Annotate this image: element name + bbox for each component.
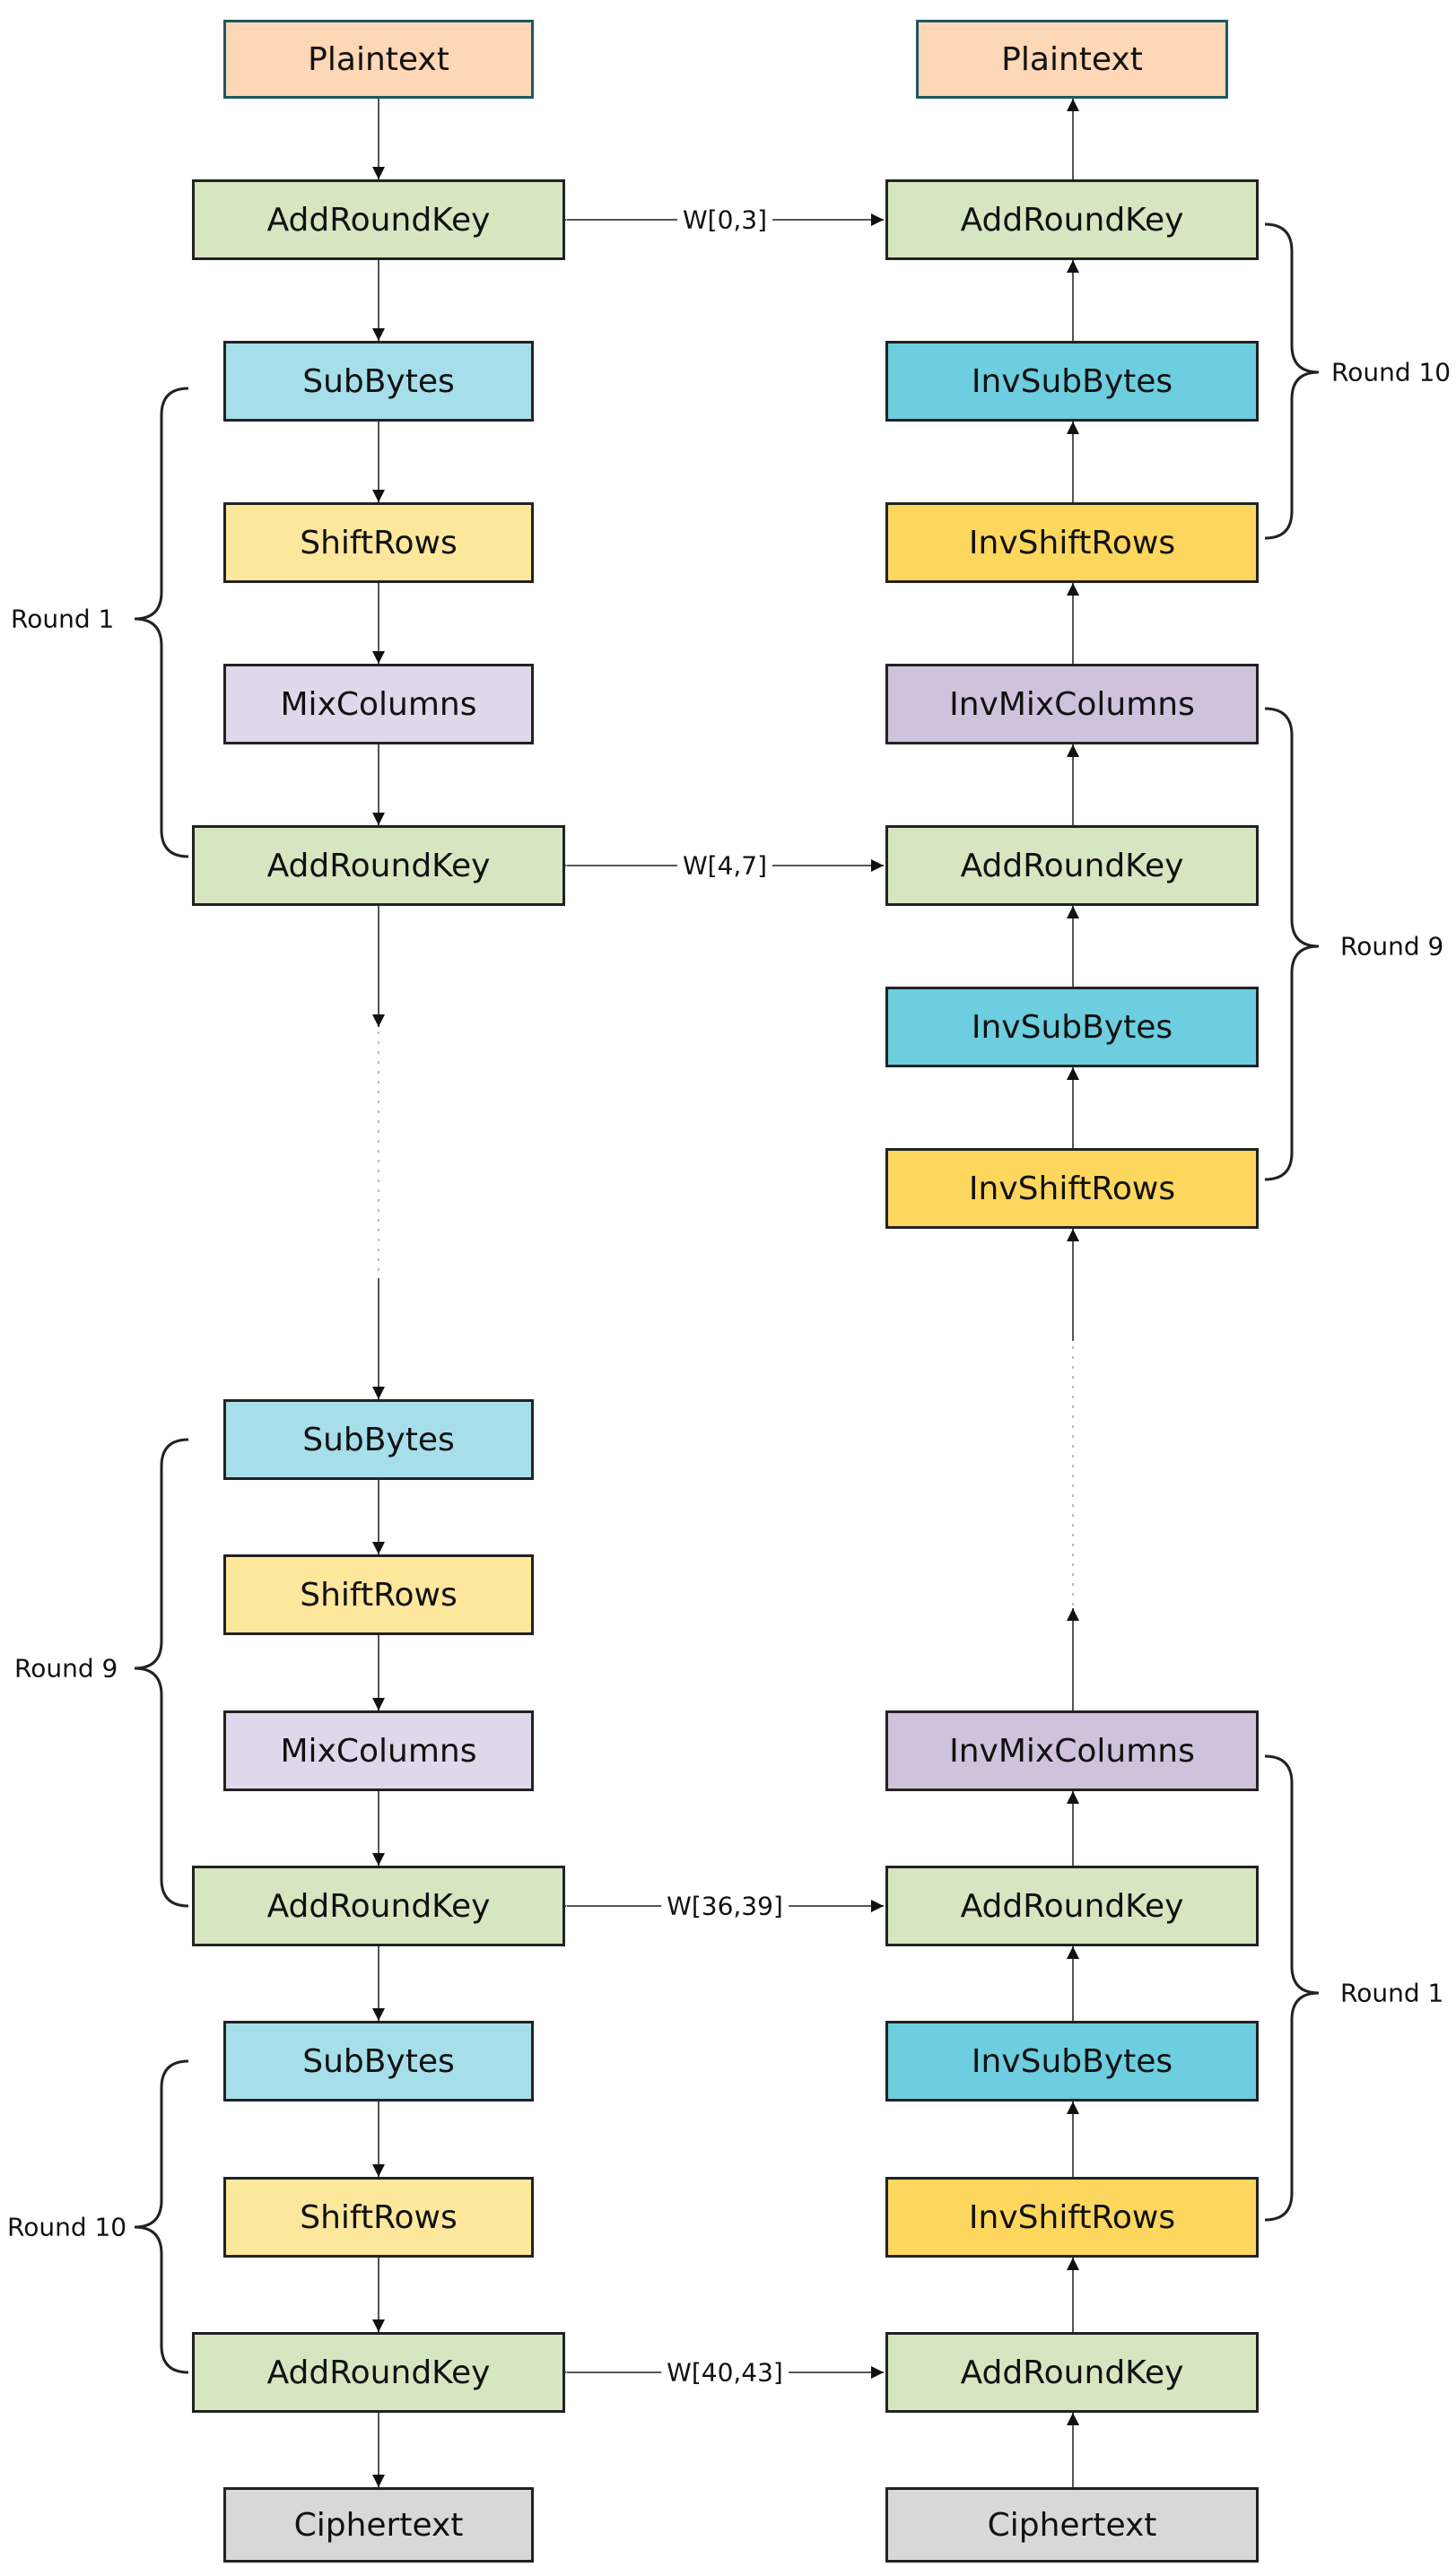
dec-r9-invmixcolumns: InvMixColumns [885, 664, 1259, 744]
enc-r9-subbytes: SubBytes [223, 1399, 534, 1480]
enc-r1-subbytes: SubBytes [223, 341, 534, 422]
enc-r9-addroundkey: AddRoundKey [192, 1866, 565, 1946]
enc-addroundkey-initial: AddRoundKey [192, 179, 565, 260]
dec-r10-addroundkey: AddRoundKey [885, 179, 1259, 260]
key-label-w0-3: W[0,3] [676, 205, 773, 235]
dec-r1-invshiftrows: InvShiftRows [885, 2177, 1259, 2258]
round-brace [1264, 1754, 1320, 2222]
dec-r1-invmixcolumns: InvMixColumns [885, 1710, 1259, 1791]
enc-ciphertext-box: Ciphertext [223, 2487, 534, 2563]
dec-round1-label: Round 1 [1340, 1978, 1444, 2008]
enc-plaintext-box: Plaintext [223, 20, 534, 99]
enc-round1-label: Round 1 [11, 604, 115, 634]
round-brace [1264, 707, 1320, 1181]
dec-r1-invsubbytes: InvSubBytes [885, 2021, 1259, 2102]
enc-r1-shiftrows: ShiftRows [223, 502, 534, 583]
dec-r10-invshiftrows: InvShiftRows [885, 502, 1259, 583]
enc-round10-label: Round 10 [7, 2212, 127, 2242]
dec-r9-invshiftrows: InvShiftRows [885, 1148, 1259, 1229]
dec-addroundkey-initial: AddRoundKey [885, 2332, 1259, 2413]
dec-r10-invsubbytes: InvSubBytes [885, 341, 1259, 422]
round-brace [134, 2059, 189, 2374]
round-brace [134, 387, 189, 858]
dec-round10-label: Round 10 [1331, 357, 1452, 387]
enc-r10-shiftrows: ShiftRows [223, 2177, 534, 2258]
key-label-w40-43: W[40,43] [661, 2357, 789, 2388]
dec-r9-invsubbytes: InvSubBytes [885, 987, 1259, 1067]
enc-r1-addroundkey: AddRoundKey [192, 825, 565, 906]
dec-r1-addroundkey: AddRoundKey [885, 1866, 1259, 1946]
dec-ciphertext-box: Ciphertext [885, 2487, 1259, 2563]
dec-r9-addroundkey: AddRoundKey [885, 825, 1259, 906]
enc-r9-mixcolumns: MixColumns [223, 1710, 534, 1791]
round-brace [134, 1438, 189, 1908]
round-brace [1264, 222, 1320, 540]
enc-r10-addroundkey: AddRoundKey [192, 2332, 565, 2413]
enc-r9-shiftrows: ShiftRows [223, 1554, 534, 1635]
key-label-w4-7: W[4,7] [676, 850, 773, 881]
enc-round9-label: Round 9 [14, 1653, 118, 1684]
key-label-w36-39: W[36,39] [661, 1891, 789, 1921]
enc-r1-mixcolumns: MixColumns [223, 664, 534, 744]
enc-r10-subbytes: SubBytes [223, 2021, 534, 2102]
dec-round9-label: Round 9 [1340, 931, 1444, 962]
dec-plaintext-box: Plaintext [916, 20, 1228, 99]
